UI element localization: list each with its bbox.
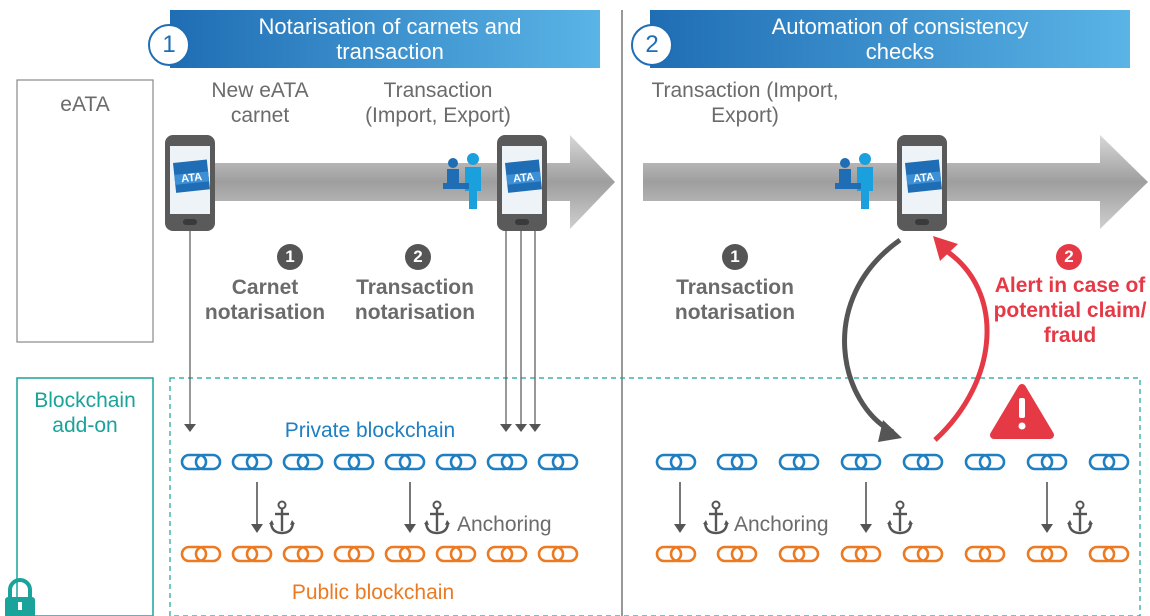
- anchor-icon: [267, 500, 297, 535]
- chain-link-icon: [840, 545, 882, 563]
- smartphone-icon: [497, 135, 547, 231]
- arrowhead: [500, 424, 512, 432]
- arrowhead: [184, 424, 196, 432]
- section2-header-band: [650, 10, 1130, 68]
- blockchain-addon-box: [16, 377, 154, 616]
- anchor-icon: [885, 500, 915, 535]
- new-eata-carnet-label: New eATA carnet: [211, 79, 309, 127]
- chain-link-icon: [537, 453, 579, 471]
- public-chain-2: [655, 545, 1130, 563]
- section1-header-band: [170, 10, 600, 68]
- chain-link-icon: [778, 545, 820, 563]
- blockchain-dashed-region: [169, 377, 1141, 616]
- section1-number-badge: 1: [148, 24, 190, 66]
- timeline-arrow-1: [170, 135, 615, 229]
- anchoring-markers: [251, 482, 1095, 535]
- arrowhead: [515, 424, 527, 432]
- blockchain-addon-label: Blockchain add-on: [34, 389, 136, 437]
- anchoring-label-1: Anchoring: [457, 513, 552, 536]
- chain-link-icon: [486, 453, 528, 471]
- chain-link-icon: [180, 545, 222, 563]
- chain-link-icon: [655, 545, 697, 563]
- chain-link-icon: [231, 453, 273, 471]
- chain-link-icon: [282, 453, 324, 471]
- chain-link-icon: [282, 545, 324, 563]
- eata-box: [16, 79, 154, 343]
- chain-link-icon: [964, 545, 1006, 563]
- chain-link-icon: [1088, 453, 1130, 471]
- warning-icon: [990, 384, 1054, 439]
- chain-link-icon: [778, 453, 820, 471]
- chain-link-icon: [840, 453, 882, 471]
- chain-link-icon: [486, 545, 528, 563]
- alert-label: Alert in case of potential claim/ fraud: [993, 274, 1147, 347]
- smartphone-icon: [897, 135, 947, 231]
- private-chain-2: [655, 453, 1130, 471]
- lock-icon: [5, 578, 35, 616]
- chain-link-icon: [435, 545, 477, 563]
- chain-link-icon: [384, 453, 426, 471]
- anchoring-label-2: Anchoring: [734, 513, 829, 536]
- anchor-icon: [422, 500, 452, 535]
- chain-link-icon: [231, 545, 273, 563]
- chain-link-icon: [1026, 545, 1068, 563]
- chain-link-icon: [333, 545, 375, 563]
- chain-link-icon: [716, 453, 758, 471]
- smartphone-icon: [165, 135, 215, 231]
- transaction-label-2: Transaction (Import, Export): [651, 79, 839, 127]
- timeline-arrow-2: [643, 135, 1148, 229]
- chain-link-icon: [1088, 545, 1130, 563]
- carnet-notarisation-label: Carnet notarisation: [204, 276, 326, 324]
- chain-link-icon: [384, 545, 426, 563]
- chain-link-icon: [964, 453, 1006, 471]
- arrowhead: [933, 236, 958, 261]
- eata-label: eATA: [60, 93, 110, 116]
- step-dot-1: 1: [277, 244, 303, 270]
- section1-title: Notarisation of carnets and transaction: [258, 14, 522, 64]
- anchor-icon: [701, 500, 731, 535]
- public-blockchain-label: Public blockchain: [291, 581, 455, 604]
- transaction-notarisation-label-2: Transaction notarisation: [674, 276, 796, 324]
- transaction-label-1: Transaction (Import, Export): [365, 79, 511, 127]
- section2-title: Automation of consistency checks: [771, 14, 1029, 64]
- arrowhead: [878, 420, 902, 442]
- chain-link-icon: [537, 545, 579, 563]
- chain-link-icon: [180, 453, 222, 471]
- chain-link-icon: [902, 453, 944, 471]
- section2-number-badge: 2: [631, 24, 673, 66]
- step-dot-2: 2: [405, 244, 431, 270]
- chain-link-icon: [333, 453, 375, 471]
- chain-link-icon: [435, 453, 477, 471]
- chain-link-icon: [902, 545, 944, 563]
- step-dot-alert: 2: [1056, 244, 1082, 270]
- transaction-notarisation-label-1: Transaction notarisation: [354, 276, 476, 324]
- arrowhead: [529, 424, 541, 432]
- alert-curve-arrow: [933, 247, 990, 442]
- step-dot-3: 1: [722, 244, 748, 270]
- private-chain-1: [180, 453, 579, 471]
- anchor-icon: [1065, 500, 1095, 535]
- public-chain-1: [180, 545, 579, 563]
- chain-link-icon: [1026, 453, 1068, 471]
- private-blockchain-label: Private blockchain: [284, 419, 456, 442]
- chain-link-icon: [655, 453, 697, 471]
- notarisation-curve-arrow: [842, 237, 902, 435]
- chain-link-icon: [716, 545, 758, 563]
